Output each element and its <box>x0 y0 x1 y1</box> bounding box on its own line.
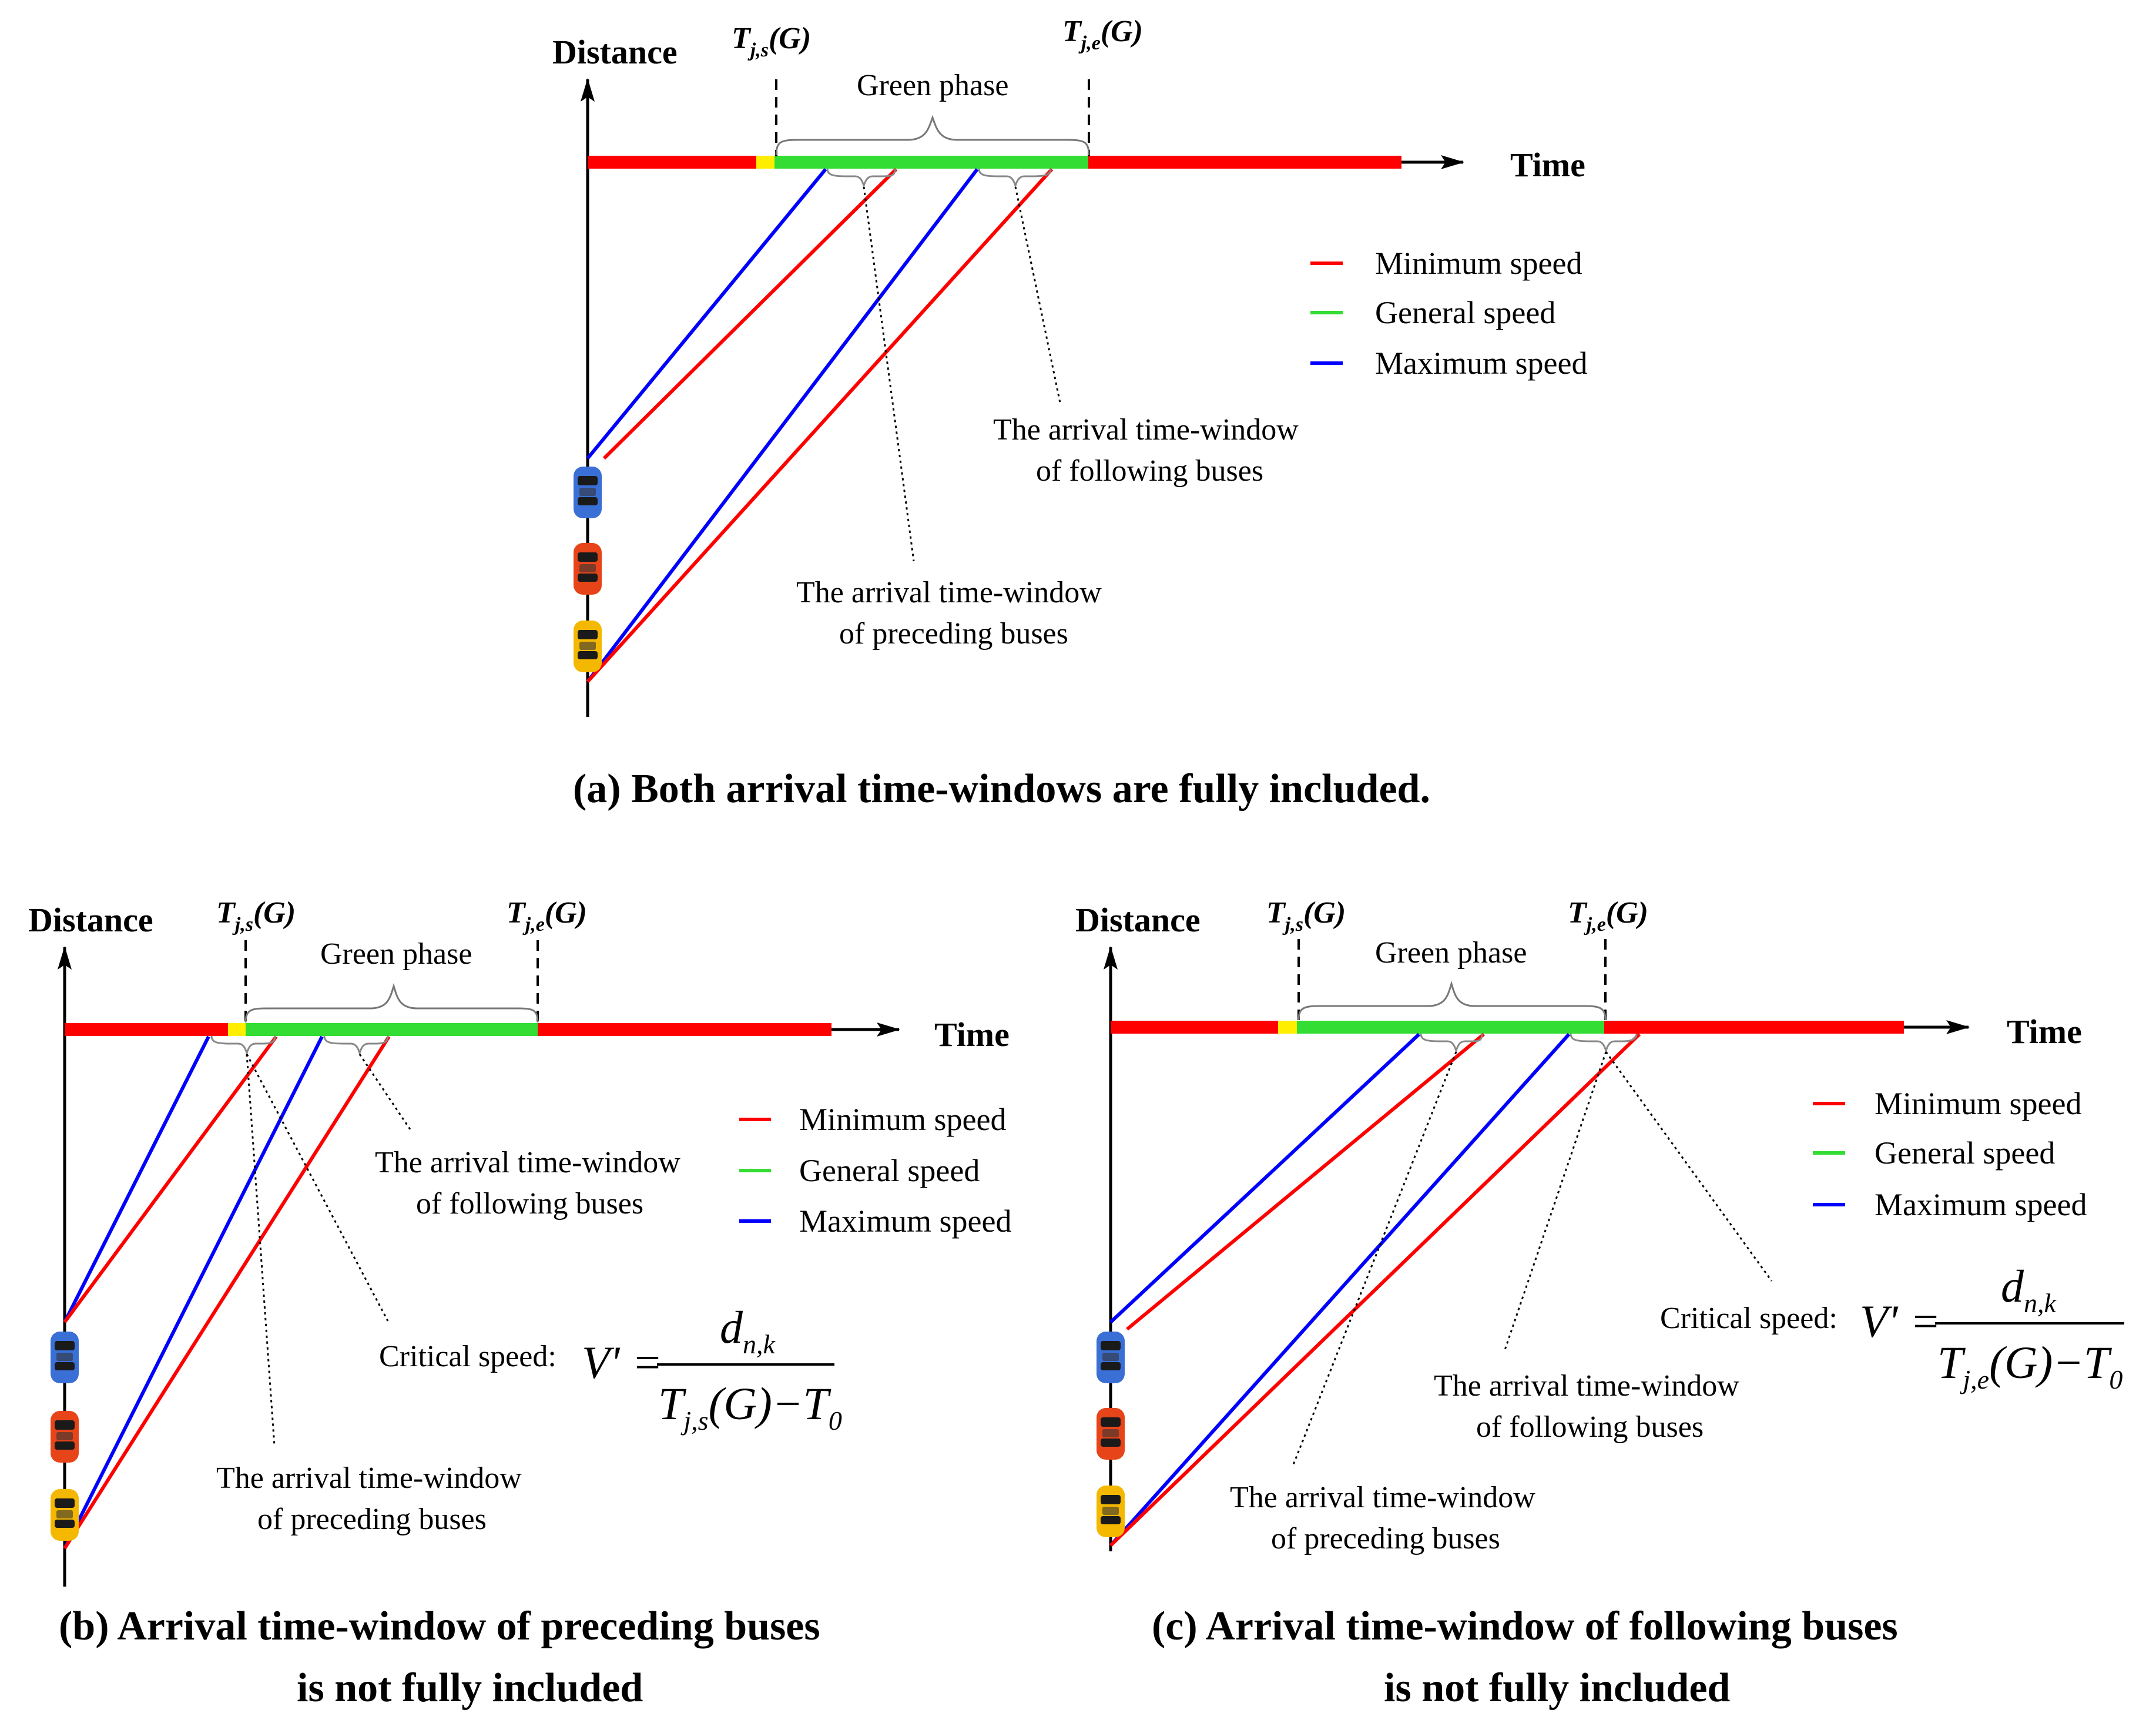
formula-denominator: Tj,s(G)−T0 <box>658 1378 842 1436</box>
traj-min-preceding <box>63 1035 278 1323</box>
formula-lhs: V' <box>1860 1296 1899 1347</box>
green-phase-brace <box>244 983 539 1023</box>
following-window-brace <box>978 168 1052 189</box>
following-annotation-1: The arrival time-window <box>375 1146 680 1179</box>
preceding-annotation-1: The arrival time-window <box>216 1461 522 1495</box>
formula-lhs: V' <box>582 1337 621 1388</box>
preceding-window-brace <box>210 1035 276 1056</box>
traj-max-following <box>1109 1032 1571 1547</box>
legend-label-max: Maximum speed <box>1375 346 1587 381</box>
bus-icon <box>1097 1408 1125 1460</box>
critical-speed-formula: V' = dn,k Tj,e(G)−T0 <box>1860 1260 2124 1394</box>
green-phase-label: Green phase <box>1375 936 1527 970</box>
formula-denominator: Tj,e(G)−T0 <box>1937 1337 2123 1394</box>
preceding-annotation-1: The arrival time-window <box>1230 1481 1535 1514</box>
bus-icon <box>574 467 602 518</box>
bus-icon <box>1097 1486 1125 1537</box>
following-annotation-1: The arrival time-window <box>993 413 1299 447</box>
distance-label: Distance <box>1075 901 1201 939</box>
traj-max-preceding <box>586 168 827 460</box>
legend-label-general: General speed <box>1375 295 1555 330</box>
green-phase-brace <box>1297 980 1607 1021</box>
traj-max-following <box>586 168 979 683</box>
tje-label: Tj,e(G) <box>507 896 587 936</box>
preceding-annotation-2: of preceding buses <box>1271 1522 1500 1555</box>
legend-label-min: Minimum speed <box>799 1102 1006 1137</box>
tjs-label: Tj,s(G) <box>732 22 811 61</box>
tje-label: Tj,e(G) <box>1568 896 1648 936</box>
preceding-annotation-2: of preceding buses <box>839 617 1068 651</box>
formula-numerator: dn,k <box>720 1302 776 1359</box>
panel-c: Distance Time Green phase Tj,s(G) Tj,e(G… <box>1075 896 2124 1710</box>
legend-label-min: Minimum speed <box>1375 246 1582 281</box>
bus-icon <box>574 621 602 672</box>
legend-label-max: Maximum speed <box>1875 1187 2087 1222</box>
following-leader <box>1503 1051 1607 1352</box>
critical-speed-label: Critical speed: <box>1660 1302 1838 1335</box>
preceding-leader <box>1292 1051 1457 1467</box>
following-annotation-1: The arrival time-window <box>1434 1369 1739 1403</box>
bus-icon <box>1097 1332 1125 1383</box>
distance-label: Distance <box>28 901 153 939</box>
preceding-annotation-2: of preceding buses <box>257 1503 487 1536</box>
traj-min-following <box>63 1035 391 1550</box>
following-window-brace <box>323 1035 389 1056</box>
legend-c: Minimum speed General speed Maximum spee… <box>1813 1086 2087 1222</box>
following-annotation-2: of following buses <box>416 1187 643 1221</box>
preceding-window-brace <box>1420 1033 1483 1054</box>
traj-min-preceding <box>602 167 898 460</box>
legend-a: Minimum speed General speed Maximum spee… <box>1310 246 1587 381</box>
bus-icon <box>574 543 602 595</box>
bus-icon <box>51 1489 79 1541</box>
legend-label-max: Maximum speed <box>799 1203 1011 1239</box>
legend-label-general: General speed <box>1875 1135 2055 1171</box>
preceding-annotation-1: The arrival time-window <box>796 576 1102 609</box>
tjs-label: Tj,s(G) <box>1266 896 1346 936</box>
critical-leader <box>246 1054 389 1322</box>
formula-numerator: dn,k <box>2001 1260 2057 1318</box>
legend-b: Minimum speed General speed Maximum spee… <box>739 1102 1011 1239</box>
tjs-label: Tj,s(G) <box>216 896 296 936</box>
time-label: Time <box>1510 146 1585 184</box>
caption-c-line2: is not fully included <box>1384 1665 1730 1710</box>
caption-b-line2: is not fully included <box>297 1665 643 1710</box>
caption-a: (a) Both arrival time-windows are fully … <box>573 766 1430 812</box>
green-phase-label: Green phase <box>857 69 1008 102</box>
traj-min-preceding <box>1126 1032 1485 1331</box>
green-phase-label: Green phase <box>320 937 472 971</box>
preceding-window-brace <box>826 168 896 189</box>
legend-label-general: General speed <box>799 1153 980 1188</box>
time-label: Time <box>2007 1012 2082 1051</box>
bus-icon <box>51 1332 79 1383</box>
panel-a: Distance Time Green phase Tj,s(G) Tj,e(G… <box>552 15 1587 812</box>
time-label: Time <box>934 1015 1010 1054</box>
traj-max-preceding <box>1109 1032 1421 1324</box>
preceding-leader <box>246 1054 276 1446</box>
formula-eq: = <box>1910 1296 1941 1347</box>
tje-label: Tj,e(G) <box>1062 15 1143 54</box>
formula-eq: = <box>632 1337 663 1388</box>
critical-leader <box>1605 1051 1773 1282</box>
panel-b: Distance Time Green phase Tj,s(G) Tj,e(G… <box>28 896 1011 1710</box>
preceding-leader <box>863 186 915 562</box>
critical-speed-label: Critical speed: <box>379 1340 556 1373</box>
traj-min-following <box>1109 1032 1641 1547</box>
legend-label-min: Minimum speed <box>1875 1086 2081 1121</box>
green-phase-brace <box>775 115 1090 156</box>
following-annotation-2: of following buses <box>1476 1410 1704 1444</box>
caption-b-line1: (b) Arrival time-window of preceding bus… <box>59 1604 820 1649</box>
traj-max-following <box>63 1035 324 1550</box>
following-leader <box>1014 186 1062 406</box>
following-annotation-2: of following buses <box>1036 454 1263 488</box>
bus-icon <box>51 1411 79 1463</box>
critical-speed-formula: V' = dn,k Tj,s(G)−T0 <box>582 1302 842 1436</box>
following-leader <box>358 1054 413 1132</box>
distance-label: Distance <box>552 33 678 71</box>
following-window-brace <box>1570 1033 1638 1054</box>
caption-c-line1: (c) Arrival time-window of following bus… <box>1152 1604 1898 1649</box>
traj-min-following <box>586 167 1054 683</box>
traj-max-preceding <box>63 1035 210 1323</box>
